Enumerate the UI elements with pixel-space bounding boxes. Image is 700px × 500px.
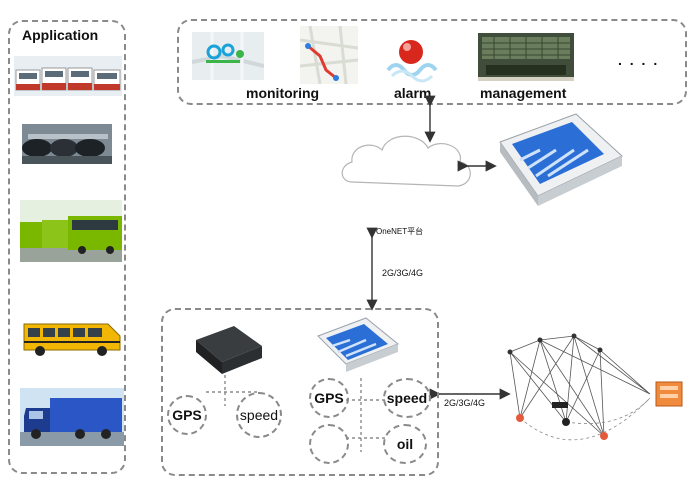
cargo-truck-image xyxy=(20,388,124,446)
empty-sensor-slot xyxy=(309,424,349,464)
left-speed-label: speed xyxy=(239,407,279,423)
left-terminal-connectors xyxy=(206,375,258,406)
server-device-icon xyxy=(499,113,623,206)
cloud-icon xyxy=(341,135,471,187)
map-icon xyxy=(192,32,264,80)
right-gps-sensor: GPS xyxy=(309,378,349,418)
management-label: management xyxy=(480,85,567,101)
parked-cars-image xyxy=(22,124,112,164)
alarm-icon xyxy=(382,30,440,84)
tracker-box-icon xyxy=(196,326,262,374)
school-bus-image xyxy=(20,312,124,358)
right-gps-label: GPS xyxy=(314,390,344,406)
control-room-icon xyxy=(478,33,574,81)
alarm-label: alarm xyxy=(394,85,432,101)
link-vertical-label: 2G/3G/4G xyxy=(382,268,424,278)
route-map-icon xyxy=(300,26,358,84)
network-nodes xyxy=(507,333,608,440)
terminal-device-icon xyxy=(317,317,399,372)
application-title: Application xyxy=(22,27,99,43)
fire-trucks-image xyxy=(14,56,122,96)
network-server-icon xyxy=(655,381,683,407)
right-speed-label: speed xyxy=(386,390,428,406)
left-speed-sensor: speed xyxy=(236,392,282,438)
right-terminal-connectors xyxy=(346,378,386,452)
platform-label: OneNET平台 xyxy=(376,227,424,236)
city-buses-image xyxy=(20,200,122,262)
link-horizontal-label: 2G/3G/4G xyxy=(444,398,486,408)
oil-sensor: oil xyxy=(383,424,427,464)
left-gps-sensor: GPS xyxy=(167,395,207,435)
left-gps-label: GPS xyxy=(172,407,202,423)
network-mesh xyxy=(509,335,651,441)
terminals-panel xyxy=(161,308,439,476)
oil-label: oil xyxy=(396,436,414,452)
right-speed-sensor: speed xyxy=(383,378,431,418)
monitoring-label: monitoring xyxy=(246,85,320,101)
application-panel xyxy=(8,20,126,474)
more-services-ellipsis: . . . . xyxy=(618,52,660,68)
